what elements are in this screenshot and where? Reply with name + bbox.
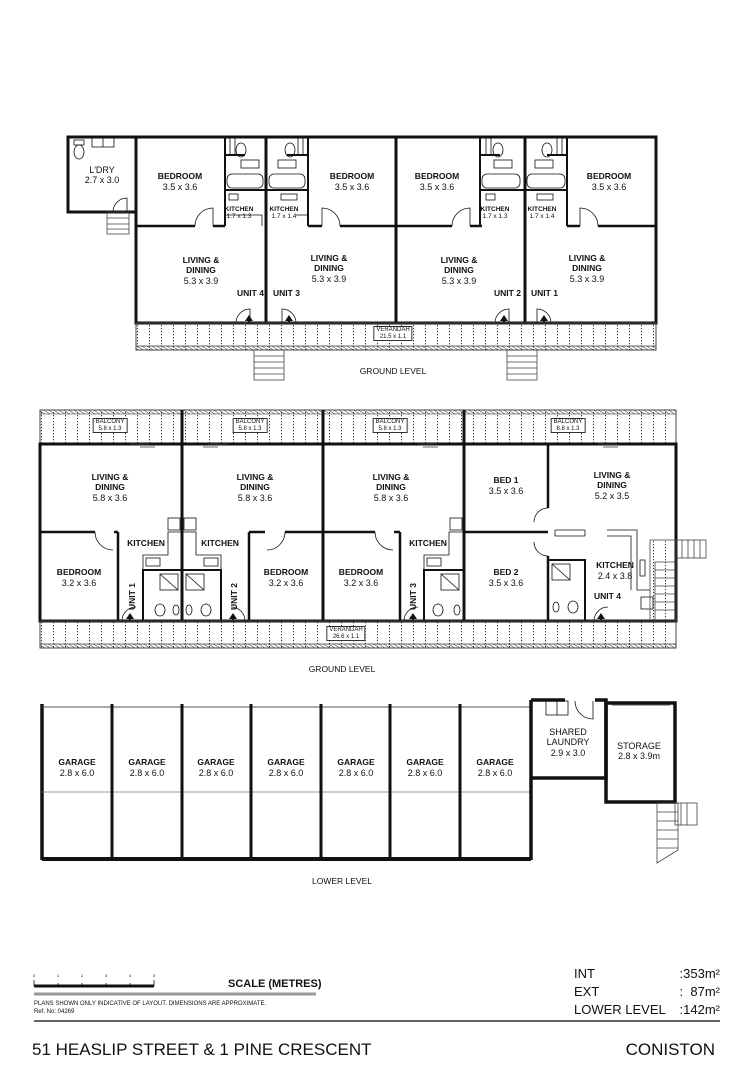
unit-label-4: UNIT 4 bbox=[237, 288, 264, 298]
unit-label-3: UNIT 3 bbox=[273, 288, 300, 298]
property-suburb: CONISTON bbox=[625, 1040, 715, 1059]
scale-tick-3: 3 bbox=[104, 973, 108, 978]
room-garage-1: GARAGE 2.8 x 6.0 bbox=[58, 757, 96, 778]
scale-tick-1: 1 bbox=[56, 973, 60, 978]
scale-tick-0: 0 bbox=[32, 973, 36, 978]
room-garage-4: GARAGE 2.8 x 6.0 bbox=[267, 757, 305, 778]
room-bedroom-unit3: BEDROOM 3.5 x 3.6 bbox=[329, 171, 375, 192]
room-kitchen-unit1: KITCHEN 1.7 x 1.4 bbox=[527, 206, 557, 221]
room-garage-3: GARAGE 2.8 x 6.0 bbox=[197, 757, 235, 778]
level-label-upper: GROUND LEVEL bbox=[359, 366, 427, 376]
room-garage-5: GARAGE 2.8 x 6.0 bbox=[337, 757, 375, 778]
room-kitchen-m-unit3: KITCHEN bbox=[409, 538, 447, 548]
unit-label-m-4: UNIT 4 bbox=[594, 591, 621, 601]
property-address: 51 HEASLIP STREET & 1 PINE CRESCENT bbox=[32, 1040, 372, 1059]
scale-tick-2: 2 bbox=[80, 973, 84, 978]
room-kitchen-unit2: KITCHEN 1.7 x 1.3 bbox=[480, 206, 510, 221]
level-label-lower: LOWER LEVEL bbox=[312, 876, 372, 886]
room-bedroom-m-unit1: BEDROOM 3.2 x 3.6 bbox=[56, 567, 102, 588]
room-living-unit3: LIVING & DINING 5.3 x 3.9 bbox=[310, 253, 348, 284]
room-living-unit1: LIVING & DINING 5.3 x 3.9 bbox=[568, 253, 606, 284]
room-kitchen-m-unit4: KITCHEN 2.4 x 3.8 bbox=[596, 560, 634, 581]
room-shared-laundry: SHARED LAUNDRY 2.9 x 3.0 bbox=[546, 727, 590, 758]
lower-plan bbox=[40, 698, 698, 864]
level-label-middle: GROUND LEVEL bbox=[308, 664, 376, 674]
balcony-tag-4: BALCONY 8.8 x 1.3 bbox=[550, 418, 586, 434]
verandah-tag-upper: VERANDAH 21.5 x 1.1 bbox=[373, 326, 413, 342]
room-garage-7: GARAGE 2.8 x 6.0 bbox=[476, 757, 514, 778]
reference-number: Ref. No: 04269 bbox=[34, 1009, 75, 1015]
room-living-unit2: LIVING & DINING 5.3 x 3.9 bbox=[440, 255, 478, 286]
room-living-m-unit4: LIVING & DINING 5.2 x 3.5 bbox=[593, 470, 631, 501]
room-bedroom-m-unit2: BEDROOM 3.2 x 3.6 bbox=[263, 567, 309, 588]
unit-label-1: UNIT 1 bbox=[531, 288, 558, 298]
room-kitchen-unit4: KITCHEN 1.7 x 1.3 bbox=[224, 206, 254, 221]
scale-tick-5: 5 bbox=[152, 973, 156, 978]
room-bedroom-unit2: BEDROOM 3.5 x 3.6 bbox=[414, 171, 460, 192]
unit-label-2: UNIT 2 bbox=[494, 288, 521, 298]
scale-tick-4: 4 bbox=[128, 973, 132, 978]
room-kitchen-m-unit2: KITCHEN bbox=[201, 538, 239, 548]
room-kitchen-m-unit1: KITCHEN bbox=[127, 538, 165, 548]
verandah-tag-middle: VERANDAH 26.6 x 1.1 bbox=[326, 626, 366, 642]
room-bed2-unit4: BED 2 3.5 x 3.6 bbox=[488, 567, 524, 588]
unit-label-m-1: UNIT 1 bbox=[127, 583, 137, 610]
room-living-unit4: LIVING & DINING 5.3 x 3.9 bbox=[182, 255, 220, 286]
room-garage-6: GARAGE 2.8 x 6.0 bbox=[406, 757, 444, 778]
unit-label-m-3: UNIT 3 bbox=[408, 583, 418, 610]
room-living-m-unit2: LIVING & DINING 5.8 x 3.6 bbox=[236, 472, 274, 503]
scale-title: SCALE (METRES) bbox=[228, 978, 322, 990]
room-bedroom-unit4: BEDROOM 3.5 x 3.6 bbox=[157, 171, 203, 192]
room-storage: STORAGE 2.8 x 3.9m bbox=[617, 741, 661, 762]
disclaimer: PLANS SHOWN ONLY INDICATIVE OF LAYOUT. D… bbox=[34, 1001, 267, 1007]
room-bedroom-unit1: BEDROOM 3.5 x 3.6 bbox=[586, 171, 632, 192]
middle-plan bbox=[38, 409, 707, 649]
room-living-m-unit1: LIVING & DINING 5.8 x 3.6 bbox=[91, 472, 129, 503]
balcony-tag-1: BALCONY 5.8 x 1.3 bbox=[92, 418, 128, 434]
balcony-tag-3: BALCONY 5.8 x 1.3 bbox=[372, 418, 408, 434]
room-kitchen-unit3: KITCHEN 1.7 x 1.4 bbox=[269, 206, 299, 221]
unit-label-m-2: UNIT 2 bbox=[229, 583, 239, 610]
scale-bar bbox=[33, 980, 720, 1022]
room-bed1-unit4: BED 1 3.5 x 3.6 bbox=[488, 475, 524, 496]
room-laundry: L'DRY 2.7 x 3.0 bbox=[84, 165, 120, 186]
room-living-m-unit3: LIVING & DINING 5.8 x 3.6 bbox=[372, 472, 410, 503]
balcony-tag-2: BALCONY 5.8 x 1.3 bbox=[232, 418, 268, 434]
room-bedroom-m-unit3: BEDROOM 3.2 x 3.6 bbox=[338, 567, 384, 588]
room-garage-2: GARAGE 2.8 x 6.0 bbox=[128, 757, 166, 778]
